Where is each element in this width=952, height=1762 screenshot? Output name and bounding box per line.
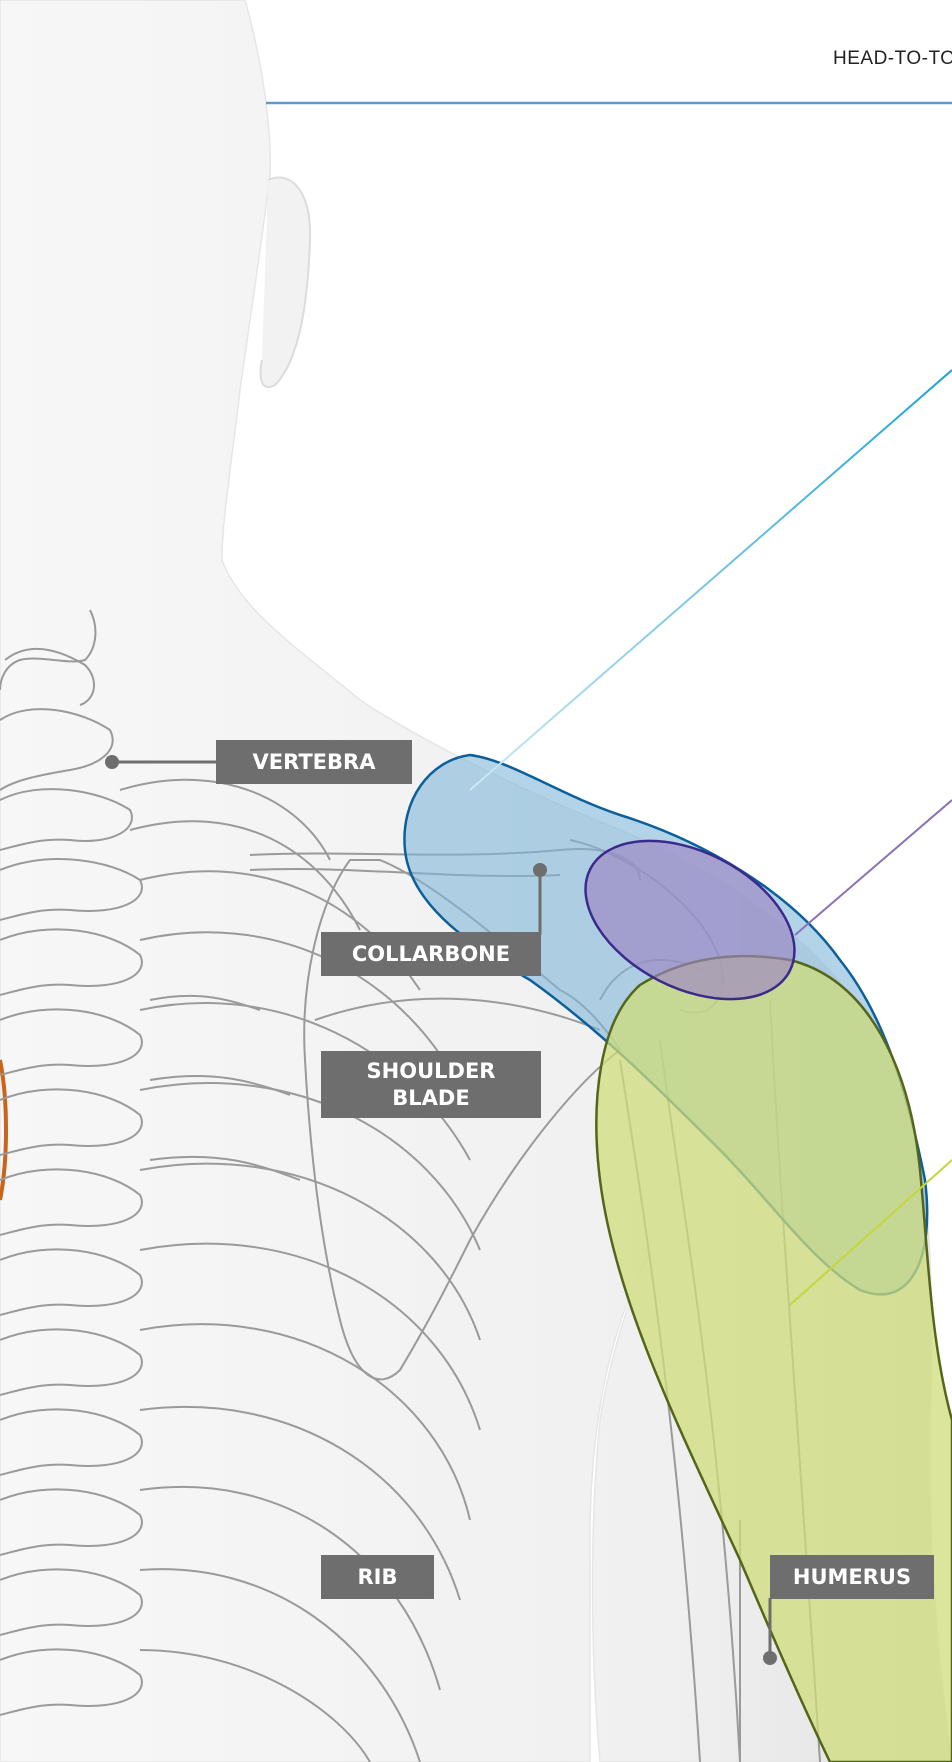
collarbone-pointer-dot xyxy=(533,863,547,877)
pointer-line-purple-zone xyxy=(795,800,952,935)
humerus-label-text: HUMERUS xyxy=(793,1564,911,1591)
ear xyxy=(261,178,311,388)
collarbone-label: COLLARBONE xyxy=(321,932,541,976)
humerus-pointer-dot xyxy=(763,1651,777,1665)
rib-label-text: RIB xyxy=(358,1564,398,1591)
collarbone-label-text: COLLARBONE xyxy=(352,941,510,968)
shoulder-blade-label: SHOULDER BLADE xyxy=(321,1051,541,1118)
page-header-title: HEAD-TO-TO xyxy=(833,48,952,70)
rib-label: RIB xyxy=(321,1555,434,1599)
vertebra-pointer-dot xyxy=(105,755,119,769)
humerus-label: HUMERUS xyxy=(770,1555,934,1599)
vertebra-label-text: VERTEBRA xyxy=(253,749,376,776)
shoulder-blade-label-text: SHOULDER BLADE xyxy=(367,1058,496,1112)
pointer-line-blue-zone xyxy=(470,370,952,790)
vertebra-label: VERTEBRA xyxy=(216,740,412,784)
